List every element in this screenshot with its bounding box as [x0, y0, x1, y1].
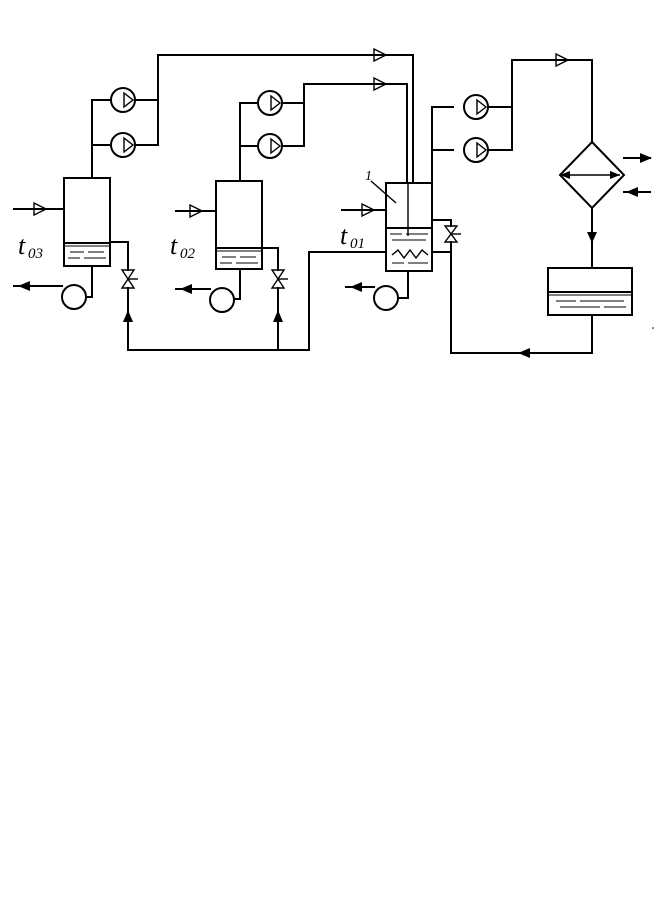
flow-arrow-up	[273, 310, 283, 322]
flow-arrow-left	[18, 281, 30, 291]
vapor-line-stage3	[92, 55, 413, 183]
stage3-temp-label: t	[18, 231, 26, 260]
stage3-temp-subscript: 03	[28, 246, 43, 262]
pump-stage1	[374, 286, 398, 310]
pump-stage3	[62, 285, 86, 309]
stage1-temp-subscript: 01	[350, 236, 365, 252]
component-marker-1: 1	[365, 169, 372, 184]
flow-arrow-down	[587, 232, 597, 243]
compressor-stage3-upper	[111, 88, 135, 112]
flow-arrow-left	[180, 284, 192, 294]
liquid-line-from-receiver	[451, 315, 592, 353]
compressor-stage2-upper	[258, 91, 282, 115]
flow-arrow-left	[518, 348, 530, 358]
speck	[652, 327, 654, 329]
stage2-temp-subscript: 02	[180, 246, 196, 262]
stage1-temp-label: t	[340, 221, 348, 250]
flow-arrow-left	[626, 187, 638, 197]
evaporator-stage1	[386, 183, 432, 271]
vapor-line-stage1	[432, 60, 592, 183]
flow-arrow-left	[350, 282, 362, 292]
evaporator-stage2	[216, 181, 262, 269]
flow-arrow-up	[123, 310, 133, 322]
stage2-temp-label: t	[170, 231, 178, 260]
compressor-stage3-lower	[111, 133, 135, 157]
evaporator-stage3	[64, 178, 110, 266]
expansion-valve-stage2	[272, 270, 288, 288]
expansion-valve-stage3	[122, 270, 138, 288]
expansion-valve-stage1	[445, 226, 461, 242]
pump-stage2	[210, 288, 234, 312]
compressor-stage1-upper	[464, 95, 488, 119]
receiver	[548, 268, 632, 315]
condenser	[560, 142, 624, 208]
flow-arrow-right	[640, 153, 652, 163]
compressor-stage2-lower	[258, 134, 282, 158]
compressor-stage1-lower	[464, 138, 488, 162]
